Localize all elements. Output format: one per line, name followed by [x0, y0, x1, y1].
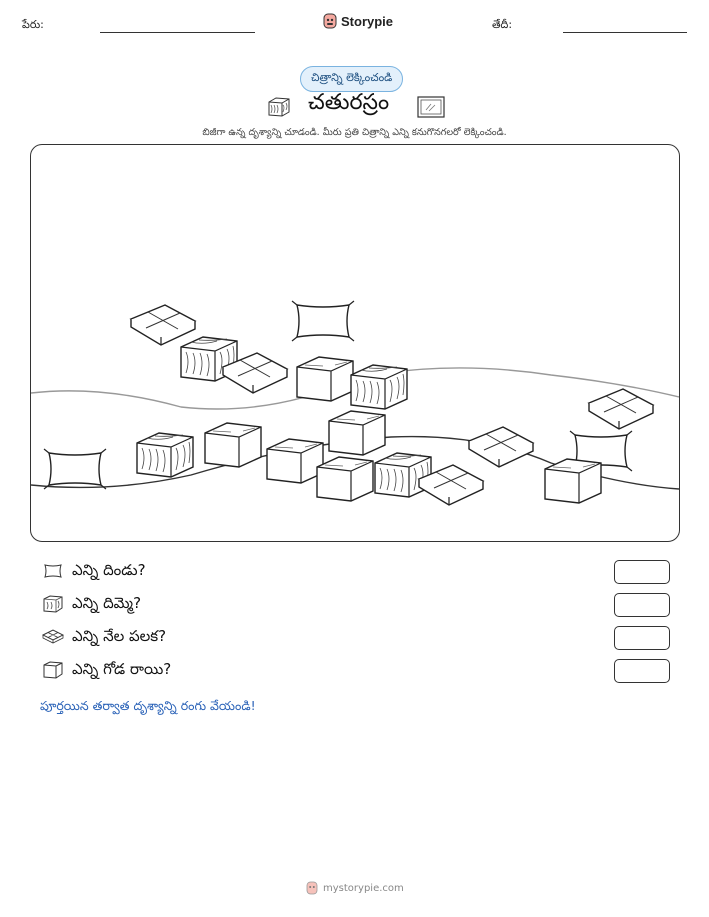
floor-tile [130, 304, 196, 346]
date-label: తేదీ: [492, 18, 513, 31]
name-label: పేరు: [22, 18, 44, 31]
stone-block [296, 356, 354, 402]
page-title: చతురస్రం [308, 90, 390, 115]
question-text: ఎన్ని దిండు? [72, 561, 146, 579]
footer-url: mystorypie.com [323, 882, 404, 894]
hay-bale [374, 452, 432, 498]
answer-box[interactable] [614, 659, 670, 683]
activity-pill: చిత్రాన్ని లెక్కించండి [300, 66, 404, 92]
stone-block [266, 438, 324, 484]
answer-box[interactable] [614, 593, 670, 617]
scene-illustration [30, 300, 680, 506]
pillow-icon [44, 564, 62, 578]
counting-scene [30, 144, 680, 542]
stone-block-icon [43, 661, 63, 679]
stone-block [328, 410, 386, 456]
question-text: ఎన్ని దిమ్మె? [72, 594, 142, 612]
pillow [291, 300, 355, 342]
storypie-mascot-icon [323, 13, 337, 29]
completion-note: పూర్తయిన తర్వాత దృశ్యాన్ని రంగు వేయండి! [40, 698, 256, 713]
question-text: ఎన్ని గోడ రాయి? [72, 660, 172, 678]
floor-tile [468, 426, 534, 468]
instruction-text: బిజీగా ఉన్న దృశ్యాన్ని చూడండి. మీరు ప్రత… [202, 127, 507, 138]
stone-block [204, 422, 262, 468]
hay-bale [136, 432, 194, 478]
stone-block [316, 456, 374, 502]
question-row: ఎన్ని దిండు? [42, 560, 682, 584]
brand-logo: Storypie [323, 12, 393, 30]
brand-name: Storypie [341, 13, 394, 29]
hay-bale-icon [268, 97, 290, 117]
question-row: ఎన్ని దిమ్మె? [42, 593, 682, 617]
hay-bale [350, 364, 408, 410]
floor-tile [588, 388, 654, 430]
name-field-line[interactable] [100, 32, 255, 33]
answer-box[interactable] [614, 626, 670, 650]
question-text: ఎన్ని నేల పలక? [72, 627, 167, 645]
question-row: ఎన్ని గోడ రాయి? [42, 659, 682, 683]
storypie-mascot-icon [306, 881, 318, 895]
question-row: ఎన్ని నేల పలక? [42, 626, 682, 650]
pillow [43, 448, 107, 490]
square-frame-icon [417, 96, 445, 118]
hay-bale-icon [43, 595, 63, 613]
date-field-line[interactable] [563, 32, 687, 33]
stone-block [544, 458, 602, 504]
footer: mystorypie.com [306, 880, 404, 896]
answer-box[interactable] [614, 560, 670, 584]
floor-tile-icon [42, 629, 64, 644]
